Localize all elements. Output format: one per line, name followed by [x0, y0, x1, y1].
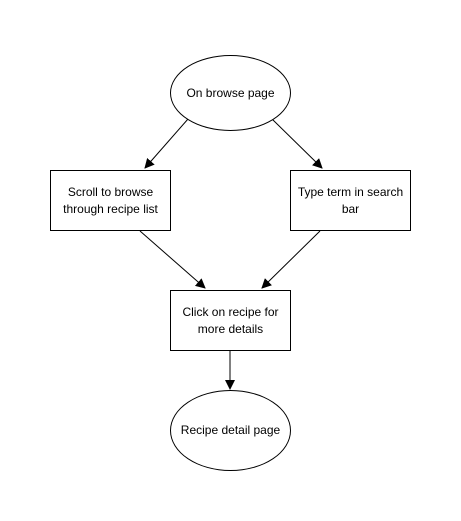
search-term-node: Type term in search bar — [290, 170, 411, 231]
scroll-node-label: Scroll to browse through recipe list — [63, 184, 158, 216]
arrow-scroll-to-click — [139, 230, 206, 289]
click-node-label: Click on recipe for more details — [182, 304, 279, 336]
start-node-on-browse-page: On browse page — [170, 55, 291, 131]
arrow-search-to-click — [261, 230, 321, 289]
end-node-recipe-detail-page: Recipe detail page — [170, 390, 291, 471]
start-node-label: On browse page — [186, 85, 275, 100]
search-node-label: Type term in search bar — [297, 184, 404, 216]
arrow-start-to-search — [271, 118, 323, 169]
arrow-start-to-scroll — [144, 118, 189, 169]
scroll-recipe-list-node: Scroll to browse through recipe list — [50, 170, 171, 231]
end-node-label: Recipe detail page — [180, 423, 281, 437]
click-recipe-node: Click on recipe for more details — [170, 290, 291, 351]
